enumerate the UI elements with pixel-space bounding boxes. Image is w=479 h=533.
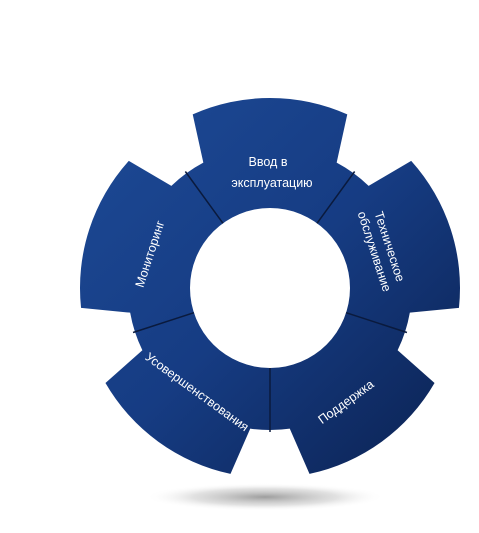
segment-commissioning-line-1: Ввод в	[249, 155, 288, 169]
segment-divider-3	[345, 312, 408, 334]
segment-commissioning-line-2: эксплуатацию	[231, 176, 312, 190]
ground-shadow	[145, 483, 385, 511]
gear-body	[80, 98, 460, 474]
segment-divider-5	[132, 312, 195, 334]
segment-divider-2	[316, 171, 356, 224]
segment-commissioning[interactable]: Ввод в эксплуатацию	[231, 155, 312, 190]
segment-divider-1	[184, 171, 224, 224]
segment-dividers	[132, 171, 408, 432]
